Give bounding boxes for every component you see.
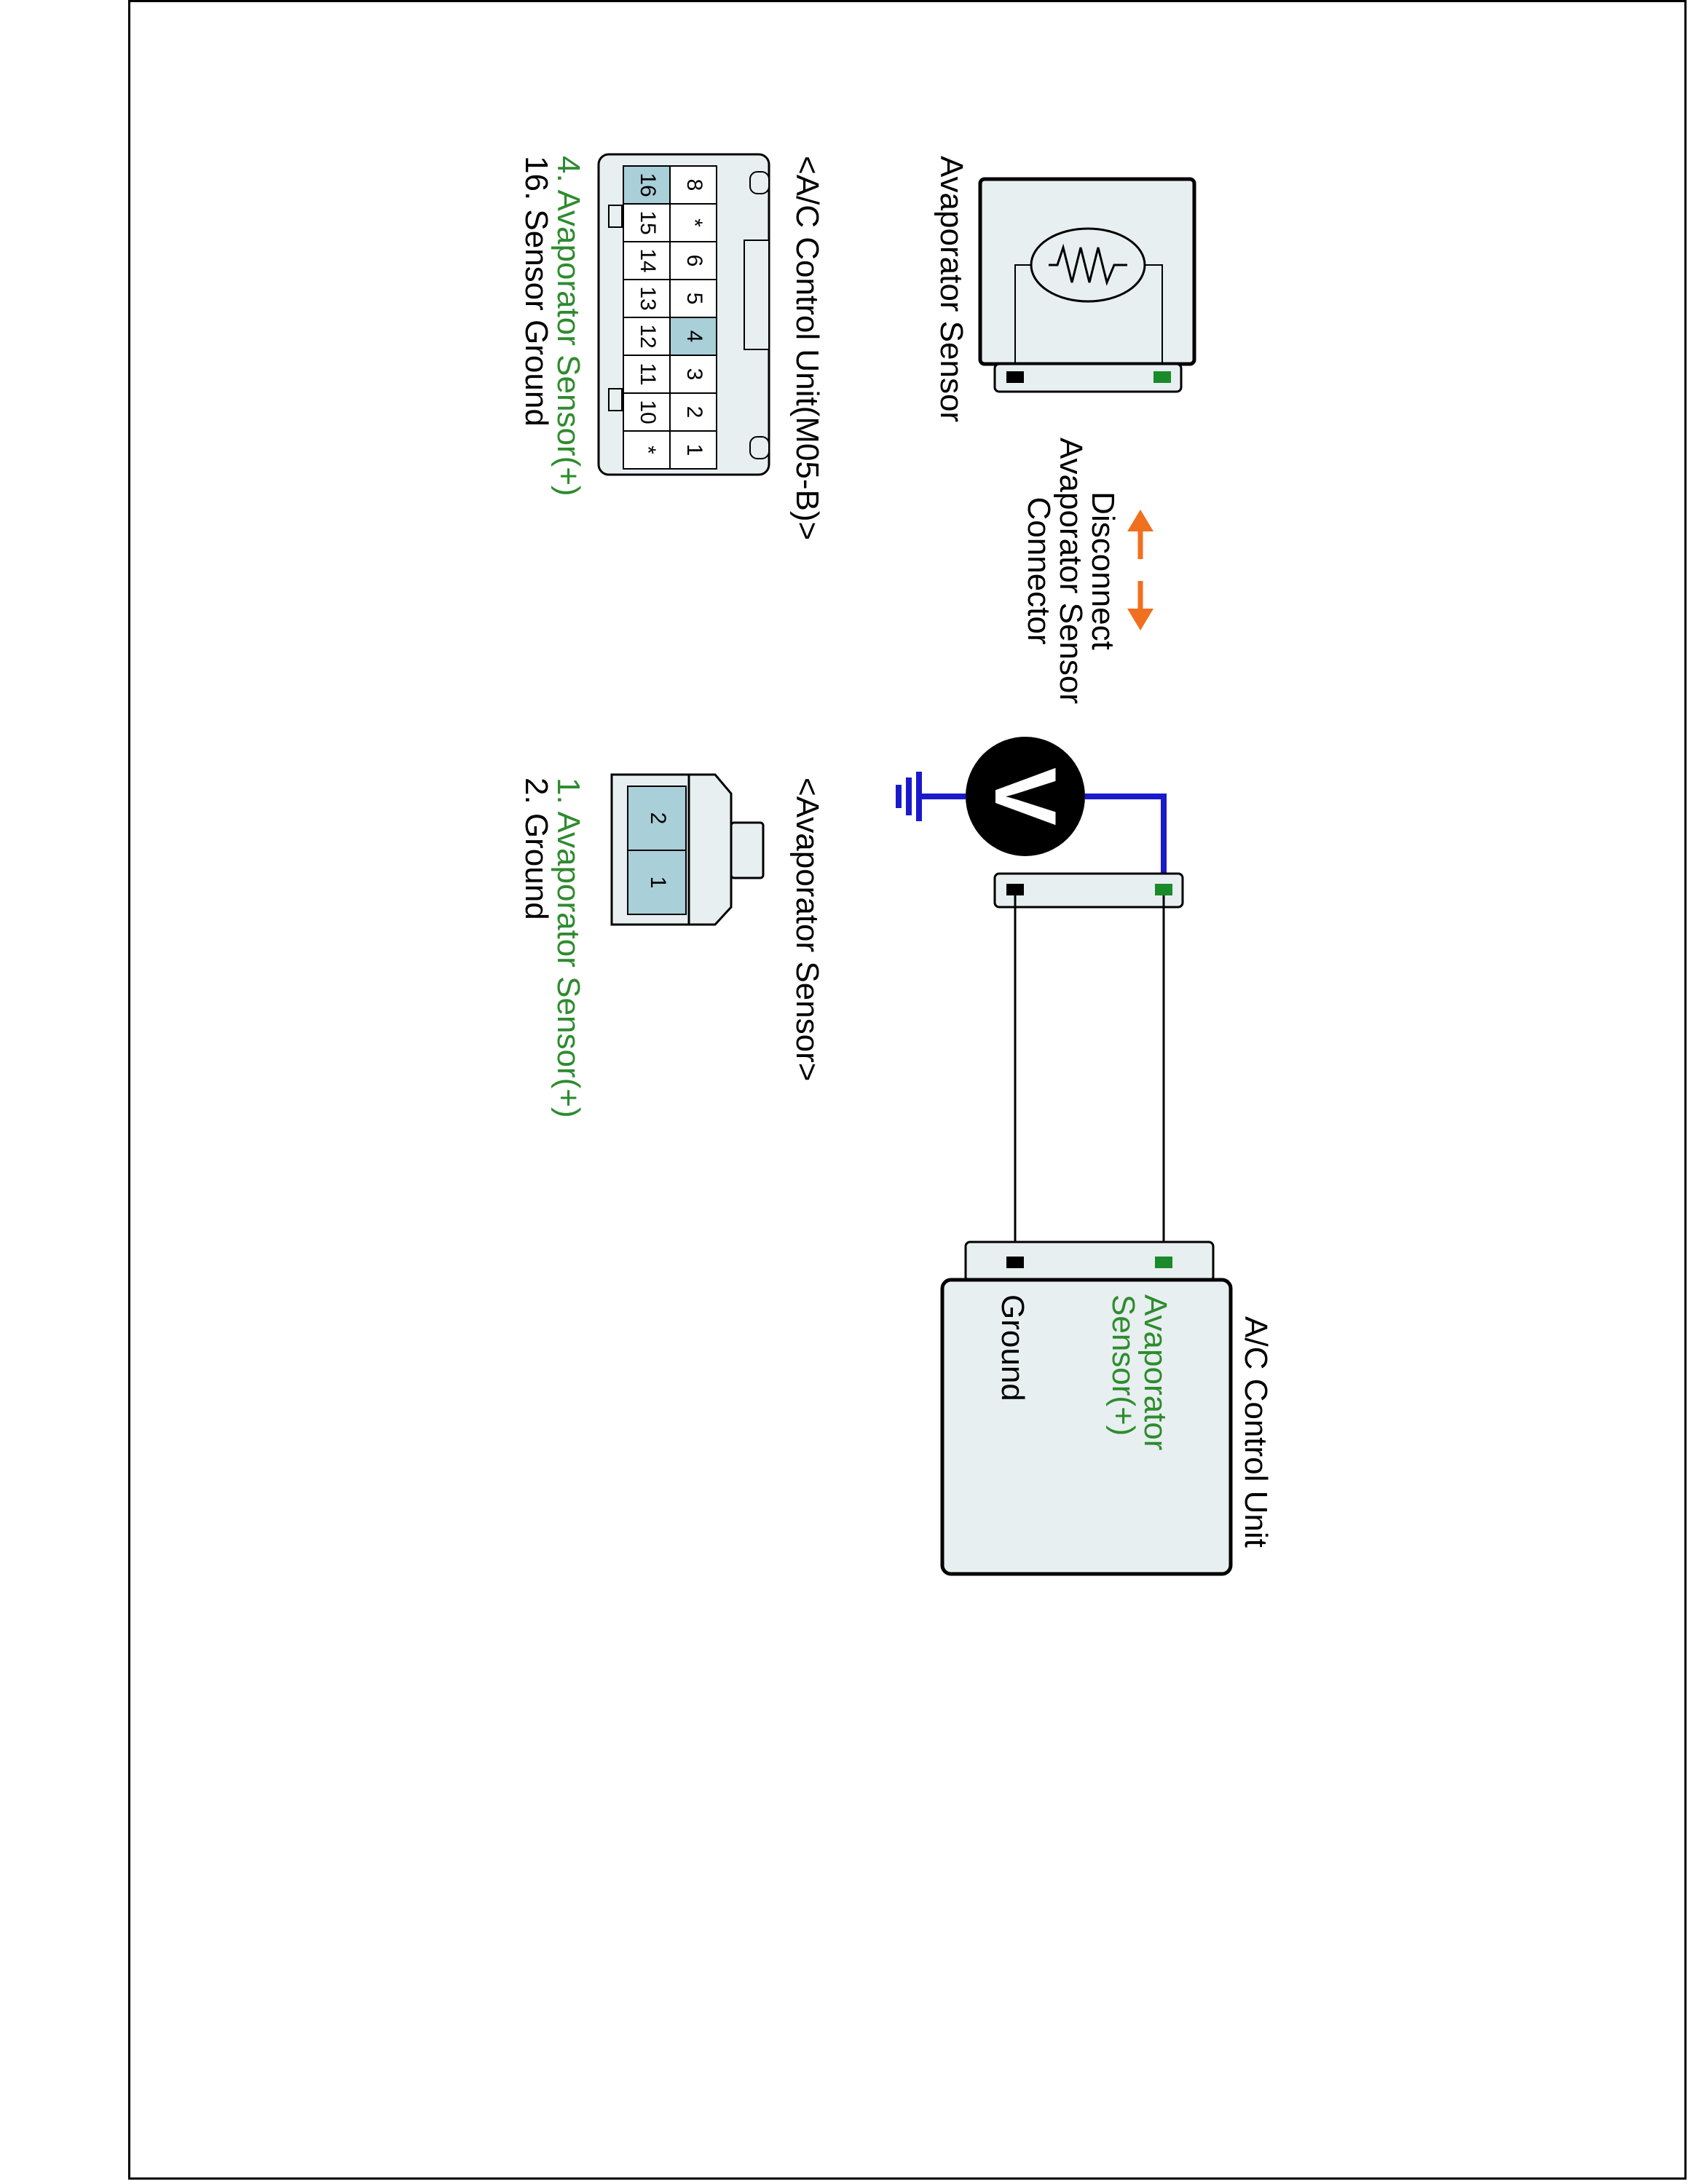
pin-label: 11 [636, 363, 660, 385]
sensor-legend-signal: 1. Avaporator Sensor(+) [551, 778, 586, 1118]
acu-pin-10: 10 [623, 392, 671, 432]
pin-label: 6 [682, 255, 706, 267]
acu-connector-title: <A/C Control Unit(M05-B)> [789, 156, 825, 540]
sensor-connector-title: <Avaporator Sensor> [789, 778, 825, 1081]
pin-label: 10 [636, 400, 660, 424]
sensor-title: Avaporator Sensor [934, 156, 969, 422]
disconnect-label-line1: Disconnect [1085, 491, 1121, 650]
acu-pin-4: 4 [669, 317, 717, 356]
pin-label: * [636, 446, 660, 454]
pin-label: 1 [682, 444, 706, 456]
voltmeter-icon [966, 737, 1085, 856]
pin-label: 16 [636, 173, 660, 197]
acu-signal-label-line2: Sensor(+) [1105, 1294, 1141, 1436]
voltmeter-symbol: V [977, 767, 1074, 826]
sensor-pin-2: 2 [627, 786, 687, 851]
acu-legend-ground: 16. Sensor Ground [518, 156, 554, 427]
acu-pin-1: 1 [669, 430, 717, 470]
disconnect-label-line3: Connector [1021, 496, 1057, 644]
sensor-signal-terminal [1153, 371, 1171, 383]
ground-symbol-icon [896, 772, 966, 821]
pin-label: 4 [682, 331, 706, 343]
resistor-icon [1049, 243, 1127, 286]
pin-label: 14 [636, 248, 660, 272]
acu-connector-face: 8 * 6 5 4 3 2 1 16 15 14 13 12 11 10 * [597, 153, 770, 476]
acu-pin-2: 2 [669, 392, 717, 432]
acu-pin-6: 6 [669, 241, 717, 280]
pin-label: 8 [682, 179, 706, 191]
disconnect-label-line2: Avaporator Sensor [1053, 438, 1089, 704]
acu-ground-terminal [1006, 1257, 1024, 1268]
sensor-connector-strip [993, 363, 1183, 393]
acu-pin-15: 15 [623, 203, 671, 242]
harness-ground-terminal [1006, 884, 1024, 895]
acu-pin-13: 13 [623, 279, 671, 318]
acu-pin-12: 12 [623, 317, 671, 356]
sensor-ground-terminal [1006, 371, 1024, 383]
meter-lead [1085, 794, 1167, 890]
acu-pin-blank: * [623, 430, 671, 470]
sensor-legend-ground: 2. Ground [518, 778, 554, 920]
disconnect-arrow-icon [1127, 510, 1153, 630]
acu-pin-5: 5 [669, 279, 717, 318]
harness-connector [993, 872, 1184, 909]
pin-label: 1 [646, 877, 670, 889]
sensor-connector-face: 21 [610, 773, 765, 926]
acu-legend-signal: 4. Avaporator Sensor(+) [551, 156, 586, 496]
pin-label: 13 [636, 286, 660, 310]
pin-label: 5 [682, 293, 706, 305]
acu-pin-16: 16 [623, 165, 671, 205]
acu-pin-8: 8 [669, 165, 717, 205]
acu-body [940, 1278, 1233, 1576]
acu-pin-14: 14 [623, 241, 671, 280]
acu-pin-11: 11 [623, 355, 671, 394]
pin-label: 12 [636, 324, 660, 348]
acu-pin-3: 3 [669, 355, 717, 394]
acu-pin-blank: * [669, 203, 717, 242]
diagram-frame [128, 0, 1687, 2180]
pin-label: * [682, 218, 706, 227]
harness-signal-terminal [1155, 884, 1172, 895]
acu-title: A/C Control Unit [1238, 1316, 1274, 1548]
acu-ground-label: Ground [995, 1294, 1030, 1401]
acu-signal-terminal [1155, 1257, 1172, 1268]
acu-connector-strip [964, 1241, 1215, 1283]
pin-label: 2 [682, 406, 706, 419]
acu-signal-label-line1: Avaporator [1137, 1294, 1173, 1450]
pin-label: 15 [636, 210, 660, 234]
pin-label: 2 [646, 812, 670, 825]
sensor-pin-1: 1 [627, 850, 687, 915]
pin-label: 3 [682, 368, 706, 381]
